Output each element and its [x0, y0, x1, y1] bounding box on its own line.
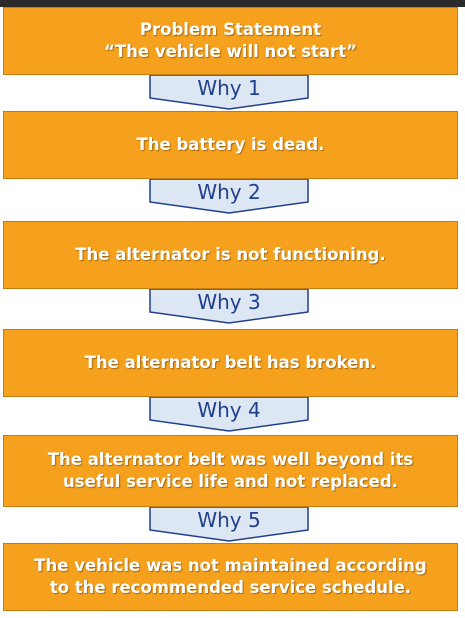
why-2-label: Why 2: [197, 180, 260, 204]
problem-statement-title: Problem Statement: [139, 20, 322, 39]
why-5-connector: Why 5: [0, 507, 465, 543]
top-dark-band: [0, 0, 465, 7]
why-2-answer-line: The alternator is not functioning.: [75, 245, 386, 264]
why-5-answer-line-1: The vehicle was not maintained according: [34, 556, 427, 575]
why-5-answer-box: The vehicle was not maintained according…: [3, 543, 458, 611]
why-4-label: Why 4: [197, 398, 260, 422]
why-3-answer-box: The alternator belt has broken.: [3, 329, 458, 397]
why-2-answer-box: The alternator is not functioning.: [3, 221, 458, 289]
why-3-answer-line: The alternator belt has broken.: [84, 353, 377, 372]
why-4-answer-box: The alternator belt was well beyond its …: [3, 435, 458, 507]
problem-statement-text: “The vehicle will not start”: [104, 42, 357, 61]
why-1-label: Why 1: [197, 76, 260, 100]
problem-statement-box: Problem Statement “The vehicle will not …: [3, 7, 458, 75]
why-1-answer-line: The battery is dead.: [136, 135, 325, 154]
why-1-connector: Why 1: [0, 75, 465, 111]
why-4-answer-line-1: The alternator belt was well beyond its: [47, 450, 414, 469]
why-5-label: Why 5: [197, 508, 260, 532]
why-5-answer-line-2: to the recommended service schedule.: [49, 578, 412, 597]
why-2-connector: Why 2: [0, 179, 465, 215]
why-3-label: Why 3: [197, 290, 260, 314]
why-3-connector: Why 3: [0, 289, 465, 325]
why-1-answer-box: The battery is dead.: [3, 111, 458, 179]
why-4-connector: Why 4: [0, 397, 465, 433]
why-4-answer-line-2: useful service life and not replaced.: [63, 472, 398, 491]
